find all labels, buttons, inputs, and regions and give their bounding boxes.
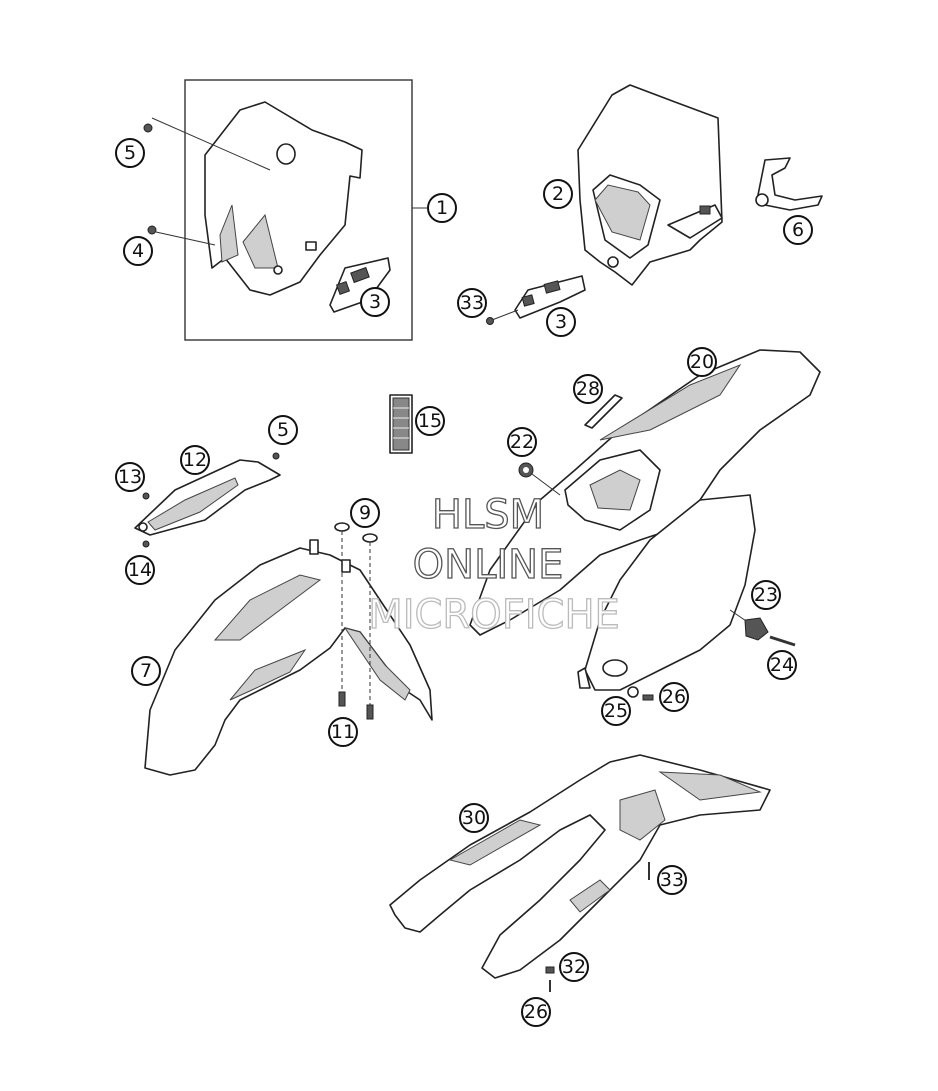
watermark-line2: ONLINE [413, 542, 564, 588]
svg-text:25: 25 [604, 700, 628, 722]
callout-3: 3 [360, 287, 390, 317]
svg-text:22: 22 [510, 431, 534, 453]
svg-text:26: 26 [524, 1001, 548, 1023]
callout-5: 5 [268, 415, 298, 445]
svg-text:9: 9 [359, 502, 371, 524]
svg-text:7: 7 [140, 660, 152, 682]
strip-part [584, 394, 623, 429]
callout-5: 5 [115, 138, 145, 168]
callout-33: 33 [457, 288, 487, 318]
callout-14: 14 [125, 555, 155, 585]
callout-2: 2 [543, 179, 573, 209]
subframe-part [389, 754, 771, 979]
callout-1: 1 [427, 193, 457, 223]
plate-part [389, 394, 413, 454]
callout-4: 4 [123, 236, 153, 266]
callout-23: 23 [751, 580, 781, 610]
svg-text:1: 1 [436, 197, 448, 219]
svg-text:32: 32 [562, 956, 586, 978]
assembly-box [184, 79, 413, 341]
clamp-part [755, 157, 823, 211]
headlight-mask-part [577, 84, 723, 286]
svg-text:24: 24 [770, 654, 794, 676]
svg-text:2: 2 [552, 183, 564, 205]
callout-3: 3 [546, 307, 576, 337]
svg-text:3: 3 [369, 291, 381, 313]
svg-text:20: 20 [690, 351, 714, 373]
callout-11: 11 [328, 717, 358, 747]
bolt-set [334, 522, 378, 720]
callout-7: 7 [131, 656, 161, 686]
callout-9: 9 [350, 498, 380, 528]
callout-26: 26 [521, 997, 551, 1027]
front-fender-part [144, 539, 433, 776]
svg-text:23: 23 [754, 584, 778, 606]
callout-25: 25 [601, 696, 631, 726]
svg-text:26: 26 [662, 686, 686, 708]
side-reflector-part [514, 275, 586, 319]
side-reflector-part [329, 257, 391, 313]
callout-28: 28 [573, 374, 603, 404]
svg-text:11: 11 [331, 721, 355, 743]
svg-text:6: 6 [792, 219, 804, 241]
callout-15: 15 [415, 406, 445, 436]
svg-text:14: 14 [128, 559, 152, 581]
svg-text:13: 13 [118, 466, 142, 488]
side-panel-part [577, 494, 756, 691]
callout-22: 22 [507, 427, 537, 457]
svg-text:5: 5 [277, 419, 289, 441]
svg-text:33: 33 [460, 292, 484, 314]
callout-13: 13 [115, 462, 145, 492]
watermark-line1: HLSM [432, 492, 544, 538]
svg-text:3: 3 [555, 311, 567, 333]
svg-text:5: 5 [124, 142, 136, 164]
svg-text:30: 30 [462, 807, 486, 829]
headlight-mask-part [204, 101, 363, 296]
callout-24: 24 [767, 650, 797, 680]
svg-text:15: 15 [418, 410, 442, 432]
watermark: HLSM ONLINE MICROFICHE [368, 491, 621, 638]
callout-6: 6 [783, 215, 813, 245]
callout-32: 32 [559, 952, 589, 982]
fork-guard-part [134, 459, 281, 536]
rear-fender-part [469, 349, 821, 636]
callout-12: 12 [180, 445, 210, 475]
svg-text:12: 12 [183, 449, 207, 471]
svg-text:4: 4 [132, 240, 144, 262]
callout-26: 26 [659, 682, 689, 712]
callout-20: 20 [687, 347, 717, 377]
callout-33: 33 [657, 865, 687, 895]
svg-text:28: 28 [576, 378, 600, 400]
watermark-line3: MICROFICHE [368, 592, 620, 638]
callout-30: 30 [459, 803, 489, 833]
svg-text:33: 33 [660, 869, 684, 891]
